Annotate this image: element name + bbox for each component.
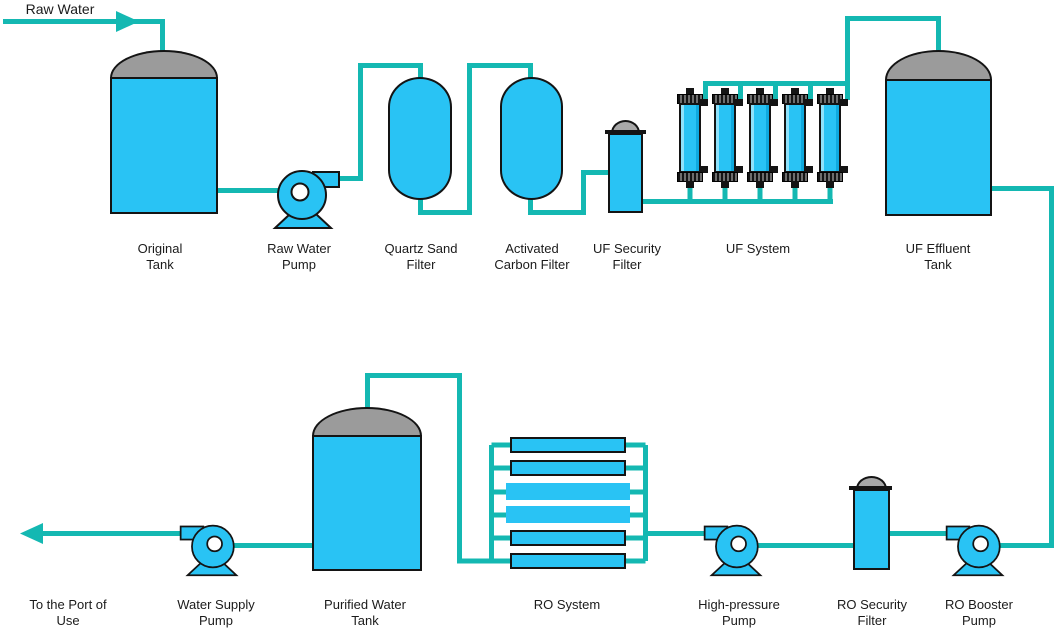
pipe-uf-to-effluent-tank: [845, 16, 941, 100]
ro-security-filter-shape: [853, 489, 890, 570]
module-top-port: [686, 88, 694, 95]
module-side-port: [769, 99, 778, 106]
module-bottom-port: [756, 181, 764, 188]
ro-membrane-vessel: [506, 506, 630, 523]
high-pressure-pump-label: High-pressure Pump: [698, 597, 780, 628]
ro-security-filter-flange: [849, 486, 892, 490]
module-bottom-port: [686, 181, 694, 188]
port-of-use-label: To the Port of Use: [29, 597, 107, 628]
uf-security-filter-shape: [608, 133, 643, 213]
module-side-port: [699, 99, 708, 106]
purified-water-tank-shape: [312, 435, 422, 571]
high-pressure-pump-symbol: [703, 524, 763, 577]
water-supply-pump-symbol: [179, 524, 239, 577]
uf-membrane-module: [817, 88, 848, 200]
pipe-carbon-to-uf-security: [528, 170, 610, 215]
raw-water-pump-symbol: [272, 170, 340, 229]
module-body: [784, 103, 806, 173]
water-supply-pump-label: Water Supply Pump: [177, 597, 255, 628]
pipe-ro-to-purified-tank: [365, 373, 492, 564]
pipe-raw-water-inlet: [3, 19, 165, 53]
raw-water-label: Raw Water: [25, 1, 95, 17]
pipe-ro-left-manifold: [489, 442, 512, 564]
pipe-quartz-to-carbon: [418, 63, 533, 215]
ro-system-label: RO System: [533, 597, 601, 612]
module-top-port: [791, 88, 799, 95]
uf-security-filter-flange: [605, 130, 646, 134]
module-side-port: [769, 166, 778, 173]
module-bottom-port: [826, 181, 834, 188]
module-bottom-port: [721, 181, 729, 188]
module-side-port: [734, 166, 743, 173]
ro-membrane-vessel: [510, 460, 626, 476]
uf-system-label: UF System: [725, 241, 791, 256]
pipe-effluent-to-booster: [992, 186, 1054, 548]
module-top-port: [756, 88, 764, 95]
uf-effluent-tank-label: UF Effluent Tank: [905, 241, 971, 272]
module-top-port: [721, 88, 729, 95]
ro-membrane-vessel: [506, 483, 630, 500]
uf-membrane-module: [712, 88, 743, 200]
ro-membrane-vessel: [510, 530, 626, 546]
pipe-uf-top-header: [703, 81, 848, 100]
uf-membrane-module: [677, 88, 708, 200]
module-body: [819, 103, 841, 173]
module-side-port: [734, 99, 743, 106]
ro-booster-pump-label: RO Booster Pump: [945, 597, 1013, 628]
quartz-sand-filter-shape: [388, 77, 452, 200]
original-tank-label: Original Tank: [137, 241, 183, 272]
module-top-port: [826, 88, 834, 95]
pipe-pump-to-quartz: [330, 63, 423, 181]
pipe-ro-right-manifold: [626, 442, 648, 564]
quartz-sand-filter-label: Quartz Sand Filter: [384, 241, 458, 272]
flow-arrow-left-icon: [20, 523, 43, 544]
ro-membrane-vessel: [510, 437, 626, 453]
activated-carbon-filter-shape: [500, 77, 563, 200]
module-body: [749, 103, 771, 173]
uf-membrane-module: [747, 88, 778, 200]
module-body: [714, 103, 736, 173]
activated-carbon-filter-label: Activated Carbon Filter: [494, 241, 570, 272]
module-body: [679, 103, 701, 173]
pipe-uf-module-stubs: [687, 186, 833, 201]
flow-arrow-right-icon: [116, 11, 139, 32]
module-bottom-port: [791, 181, 799, 188]
module-side-port: [699, 166, 708, 173]
original-tank-shape: [110, 77, 218, 214]
raw-water-pump-label: Raw Water Pump: [267, 241, 331, 272]
module-side-port: [804, 166, 813, 173]
purified-water-tank-label: Purified Water Tank: [324, 597, 406, 628]
uf-membrane-module: [782, 88, 813, 200]
module-side-port: [804, 99, 813, 106]
ro-booster-pump-symbol: [945, 524, 1005, 577]
uf-effluent-tank-shape: [885, 79, 992, 216]
uf-security-filter-label: UF Security Filter: [593, 241, 661, 272]
ro-membrane-vessel: [510, 553, 626, 569]
module-side-port: [839, 166, 848, 173]
ro-security-filter-label: RO Security Filter: [836, 597, 908, 628]
module-side-port: [839, 99, 848, 106]
